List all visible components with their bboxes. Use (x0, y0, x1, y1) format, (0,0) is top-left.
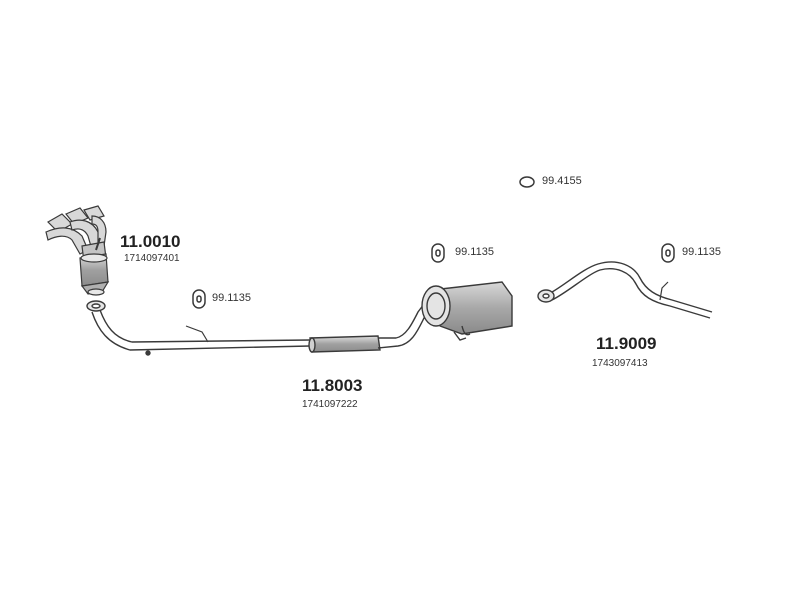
middle-hanger-part-number: 99.1135 (455, 246, 494, 258)
manifold-part-number: 11.0010 (120, 232, 181, 251)
middle-pipe-part (86, 281, 513, 356)
middle-pipe-part-number: 11.8003 (302, 376, 363, 395)
front-hanger-part-number: 99.1135 (212, 292, 251, 304)
rubber-hanger-icon (192, 289, 206, 309)
ring-gasket-icon (519, 176, 535, 188)
tail-pipe-part (537, 261, 713, 319)
rubber-hanger-icon (661, 243, 675, 263)
tail-pipe-oem-number: 1743097413 (592, 358, 648, 369)
gasket-part-number: 99.4155 (542, 175, 582, 187)
tail-pipe-part-number: 11.9009 (596, 334, 657, 353)
manifold-oem-number: 1714097401 (124, 253, 180, 264)
manifold-catalyst-part (45, 205, 110, 296)
rear-hanger-part-number: 99.1135 (682, 246, 721, 258)
middle-pipe-oem-number: 1741097222 (302, 399, 358, 410)
rubber-hanger-icon (431, 243, 445, 263)
